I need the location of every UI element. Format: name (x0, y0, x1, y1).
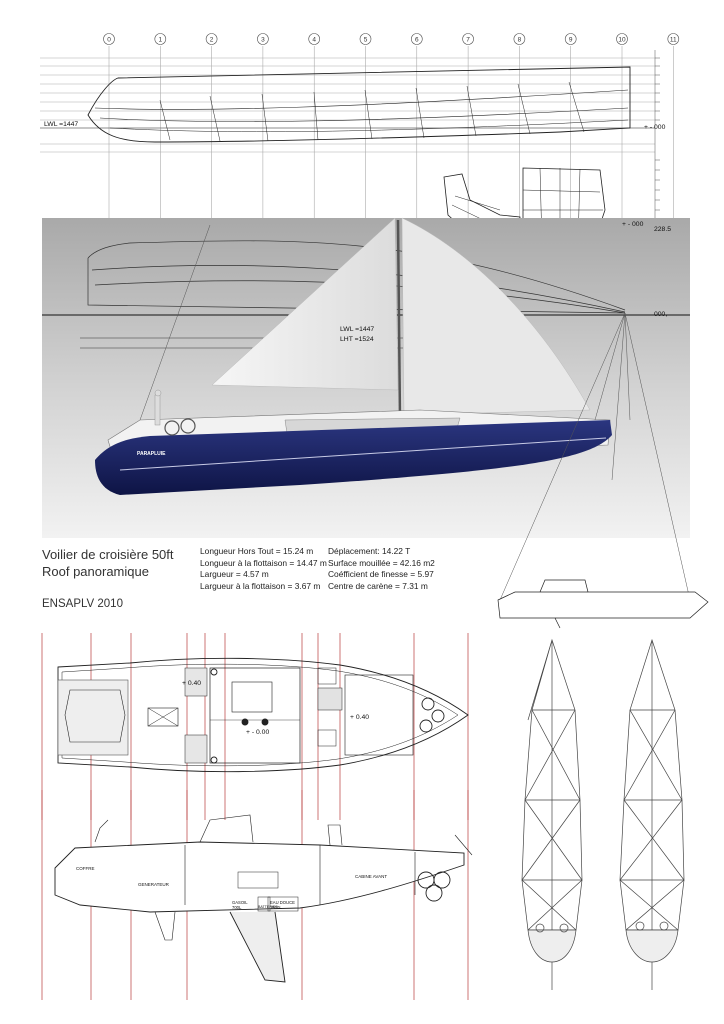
project-title: Voilier de croisière 50ft (42, 547, 174, 562)
station-marker (410, 33, 423, 45)
station-marker (359, 33, 372, 45)
deck-plan (57, 657, 469, 773)
render-lwl-label: LWL =1447 (340, 326, 375, 333)
rig-elevation-back (619, 638, 685, 990)
spec-line: Longueur Hors Tout = 15.24 m (200, 546, 314, 556)
station-number: 6 (415, 37, 419, 44)
station-marker (308, 33, 321, 45)
station-marker (103, 33, 115, 45)
project-subtitle: Roof panoramique (42, 564, 149, 579)
spec-line: Longueur à la flottaison = 14.47 m (200, 557, 327, 568)
datum-label-section: + - 000 (622, 221, 644, 228)
hull-profile-lines (87, 66, 631, 143)
station-number: 5 (364, 37, 368, 44)
spec-line: Surface mouillée = 42.16 m2 (328, 557, 435, 568)
station-marker (257, 33, 269, 45)
spec-line: Largueur = 4.57 m (200, 569, 269, 579)
station-number: 9 (569, 37, 573, 44)
station-number: 3 (261, 37, 265, 44)
interior-label: GASOIL 700L (232, 900, 248, 910)
interior-label: BATTERIES (258, 905, 278, 909)
interior-profile (54, 814, 473, 983)
spec-line: Déplacement: 14.22 T (328, 546, 411, 556)
lwl-label: LWL =1447 (44, 121, 79, 128)
station-number: 2 (210, 37, 214, 44)
interior-label: COFFRE (76, 866, 95, 871)
station-number: 10 (618, 37, 626, 44)
deck-plan-grid (41, 633, 469, 820)
interior-label: EAU DOUCE 1500L (270, 900, 295, 910)
school-label: ENSAPLV 2010 (42, 598, 123, 610)
datum-label-render: 000, (654, 311, 668, 318)
specs-left: Longueur Hors Tout = 15.24 m Longueur à … (200, 546, 327, 592)
station-marker (205, 33, 218, 45)
spec-line: Largueur à la flottaison = 3.67 m (200, 580, 321, 591)
station-number: 0 (107, 37, 111, 44)
station-marker (462, 33, 474, 45)
section-mark: 228.5 (654, 226, 672, 233)
small-profile (497, 579, 709, 629)
station-marker (667, 33, 680, 45)
sails (211, 217, 591, 421)
station-numbers: 0 1 2 3 4 5 6 7 8 9 10 11 (103, 33, 680, 45)
station-number: 7 (466, 37, 470, 44)
rigging-lines (139, 224, 691, 601)
level-mark: + - 0.00 (246, 729, 270, 736)
station-marker (564, 33, 577, 45)
station-marker (616, 33, 628, 45)
waterline-grid (40, 57, 655, 153)
level-mark: + 0.40 (182, 680, 202, 687)
level-mark: + 0.40 (350, 714, 370, 721)
rig-elevation-front (521, 638, 583, 990)
station-number: 8 (518, 37, 522, 44)
render-lht-label: LHT =1524 (340, 336, 374, 343)
station-marker (154, 33, 167, 45)
station-number: 1 (158, 37, 162, 44)
station-marker (513, 33, 526, 45)
interior-label: CABINE AVANT (355, 874, 388, 879)
yacht-render: PARAPLUIE (95, 389, 612, 495)
interior-label: GENERATEUR (138, 882, 169, 887)
specs-right: Déplacement: 14.22 T Surface mouillée = … (328, 546, 435, 592)
station-number: 11 (670, 37, 677, 44)
spec-line: Centre de carène = 7.31 m (328, 580, 428, 591)
boat-name-label: PARAPLUIE (137, 451, 166, 457)
datum-label: + - 000 (644, 124, 666, 131)
spec-line: Coéfficient de finesse = 5.97 (328, 569, 434, 579)
station-number: 4 (312, 37, 316, 44)
